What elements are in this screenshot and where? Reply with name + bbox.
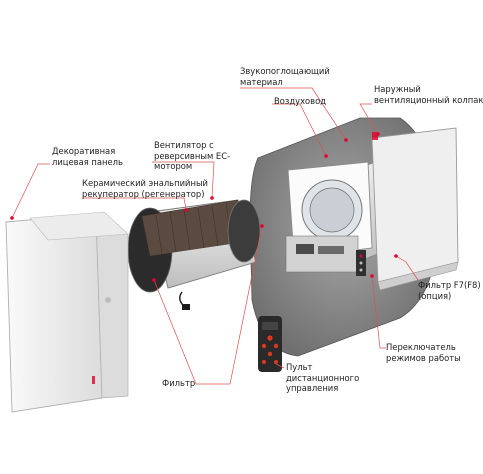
- label-mode-switch-line2: режимов работы: [386, 352, 461, 363]
- label-filter-line1: Фильтр: [162, 378, 196, 388]
- label-remote: Пульт дистанционного управления: [286, 362, 359, 394]
- label-fan-line1: Вентилятор с: [154, 140, 214, 150]
- label-fan: Вентилятор с реверсивным ЕС- мотором: [154, 140, 230, 172]
- label-fan-line2: реверсивным ЕС-: [154, 150, 231, 161]
- ceramic-recuperator: [127, 199, 261, 310]
- label-decor-panel-line2: лицевая панель: [52, 156, 123, 167]
- callout-lines: [11, 87, 419, 385]
- label-recuperator-line2: рекуператор (регенератор): [82, 188, 205, 199]
- label-remote-line1: Пульт: [286, 362, 313, 372]
- label-remote-line2: дистанционного: [286, 372, 360, 383]
- label-outer-hood: Наружный вентиляционный колпак: [374, 84, 483, 105]
- label-sound-material: Звукопоглощающий материал: [240, 66, 330, 87]
- label-outer-hood-line1: Наружный: [374, 84, 421, 94]
- label-filter-f7-line1: Фильтр F7(F8): [418, 280, 481, 290]
- label-duct-line1: Воздуховод: [274, 96, 327, 106]
- fan-housing: [285, 161, 373, 276]
- label-outer-hood-line2: вентиляционный колпак: [374, 94, 483, 105]
- label-remote-line3: управления: [286, 383, 339, 393]
- outer-vent-hood: [371, 127, 459, 291]
- label-filter-f7-line2: (опция): [418, 290, 452, 301]
- label-decor-panel-line1: Декоративная: [52, 146, 116, 156]
- label-filter: Фильтр: [162, 378, 195, 389]
- label-fan-line3: мотором: [154, 161, 193, 171]
- label-recuperator: Керамический энальпийный рекуператор (ре…: [82, 178, 208, 199]
- callout-dots: [10, 132, 398, 282]
- label-mode-switch: Переключатель режимов работы: [386, 342, 461, 363]
- label-sound-material-line2: материал: [240, 76, 283, 87]
- label-recuperator-line1: Керамический энальпийный: [82, 178, 209, 188]
- decorative-front-panel: [5, 211, 129, 413]
- label-filter-f7: Фильтр F7(F8) (опция): [418, 280, 481, 301]
- label-decor-panel: Декоративная лицевая панель: [52, 146, 123, 167]
- label-sound-material-line1: Звукопоглощающий: [240, 66, 330, 76]
- remote-control: [258, 316, 282, 372]
- label-duct: Воздуховод: [274, 96, 326, 107]
- label-mode-switch-line1: Переключатель: [386, 342, 456, 352]
